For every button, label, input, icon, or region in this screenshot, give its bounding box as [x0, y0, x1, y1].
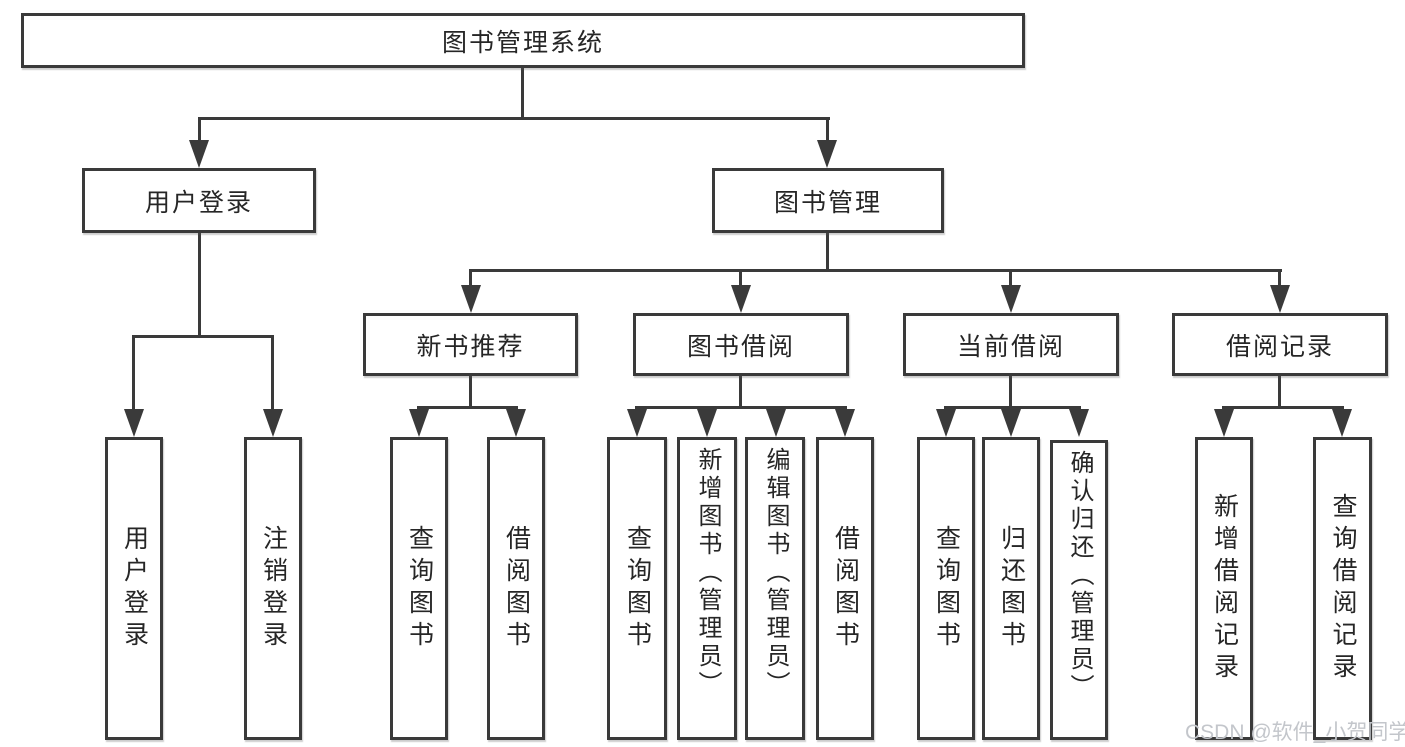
node-add-book-admin: 新增图书（管理员）: [677, 437, 737, 740]
node-label: 查询图书: [623, 524, 652, 653]
node-label: 查询借阅记录: [1329, 492, 1357, 685]
connector-current-stem: [1009, 375, 1012, 408]
arrow-down-icon: [1270, 285, 1290, 313]
arrow-down-icon: [1214, 409, 1234, 437]
arrow-down-icon: [627, 409, 647, 437]
node-label: 用户登录: [144, 188, 253, 217]
connector-book-mgmt-rail: [469, 269, 1282, 272]
node-label: 编辑图书（管理员）: [762, 447, 789, 699]
arrow-down-icon: [817, 140, 837, 168]
node-borrow-borrow-book: 借阅图书: [816, 437, 874, 740]
connector-recommend-rail: [417, 406, 518, 409]
node-book-borrowing: 图书借阅: [633, 313, 849, 376]
connector-records-rail: [1222, 406, 1344, 409]
connector-borrow-rail: [635, 406, 847, 409]
node-label: 借阅图书: [502, 524, 531, 653]
node-label: 借阅图书: [831, 524, 860, 653]
connector-drop-user-login-group: [198, 117, 201, 143]
node-recommend-borrow-book: 借阅图书: [487, 437, 545, 740]
connector-drop-recommend: [469, 269, 472, 287]
node-label: 图书管理: [773, 188, 882, 217]
connector-current-rail: [944, 406, 1081, 409]
node-user-login-group: 用户登录: [82, 168, 316, 233]
node-query-borrow-record: 查询借阅记录: [1313, 437, 1372, 740]
arrow-down-icon: [124, 409, 144, 437]
connector-borrow-stem: [739, 375, 742, 408]
node-book-management: 图书管理: [712, 168, 944, 233]
node-edit-book-admin: 编辑图书（管理员）: [745, 437, 805, 740]
node-new-book-recommend: 新书推荐: [363, 313, 578, 376]
connector-drop-login: [132, 335, 135, 411]
node-logout: 注销登录: [244, 437, 302, 740]
arrow-down-icon: [1001, 409, 1021, 437]
node-book-management-system: 图书管理系统: [21, 13, 1025, 68]
node-user-login: 用户登录: [105, 437, 163, 740]
node-current-query-book: 查询图书: [917, 437, 975, 740]
arrow-down-icon: [766, 409, 786, 437]
connector-user-group-stem: [198, 233, 201, 336]
connector-drop-records: [1278, 269, 1281, 287]
node-recommend-query-book: 查询图书: [390, 437, 448, 740]
arrow-down-icon: [409, 409, 429, 437]
node-current-borrowing: 当前借阅: [903, 313, 1119, 376]
arrow-down-icon: [1332, 409, 1352, 437]
arrow-down-icon: [731, 285, 751, 313]
connector-drop-book-management: [826, 117, 829, 143]
connector-records-stem: [1278, 375, 1281, 408]
csdn-watermark: CSDN @软件_小贺同学: [1185, 721, 1405, 744]
connector-root-stem: [521, 68, 524, 118]
connector-root-rail: [198, 117, 830, 120]
node-return-book: 归还图书: [982, 437, 1040, 740]
arrow-down-icon: [506, 409, 526, 437]
node-label: 借阅记录: [1225, 332, 1334, 361]
connector-drop-current: [1009, 269, 1012, 287]
node-borrow-query-book: 查询图书: [607, 437, 667, 740]
arrow-down-icon: [1001, 285, 1021, 313]
arrow-down-icon: [461, 285, 481, 313]
arrow-down-icon: [189, 140, 209, 168]
node-label: 新增图书（管理员）: [694, 447, 721, 699]
node-label: 注销登录: [259, 524, 288, 653]
node-confirm-return-admin: 确认归还（管理员）: [1050, 440, 1108, 740]
connector-user-group-rail: [132, 335, 274, 338]
arrow-down-icon: [1069, 409, 1089, 437]
connector-drop-logout: [271, 335, 274, 411]
node-label: 新书推荐: [416, 332, 525, 361]
node-label: 确认归还（管理员）: [1066, 450, 1093, 702]
node-label: 用户登录: [120, 524, 149, 653]
connector-book-mgmt-stem: [826, 233, 829, 270]
node-borrowing-records: 借阅记录: [1172, 313, 1388, 376]
node-label: 查询图书: [405, 524, 434, 653]
node-label: 查询图书: [932, 524, 961, 653]
connector-recommend-stem: [469, 375, 472, 408]
connector-drop-borrow: [739, 269, 742, 287]
arrow-down-icon: [697, 409, 717, 437]
arrow-down-icon: [263, 409, 283, 437]
node-label: 图书管理系统: [441, 28, 604, 57]
node-label: 当前借阅: [956, 332, 1065, 361]
node-label: 归还图书: [997, 524, 1026, 653]
arrow-down-icon: [835, 409, 855, 437]
node-label: 图书借阅: [686, 332, 795, 361]
node-add-borrow-record: 新增借阅记录: [1195, 437, 1253, 740]
arrow-down-icon: [936, 409, 956, 437]
node-label: 新增借阅记录: [1210, 492, 1239, 685]
